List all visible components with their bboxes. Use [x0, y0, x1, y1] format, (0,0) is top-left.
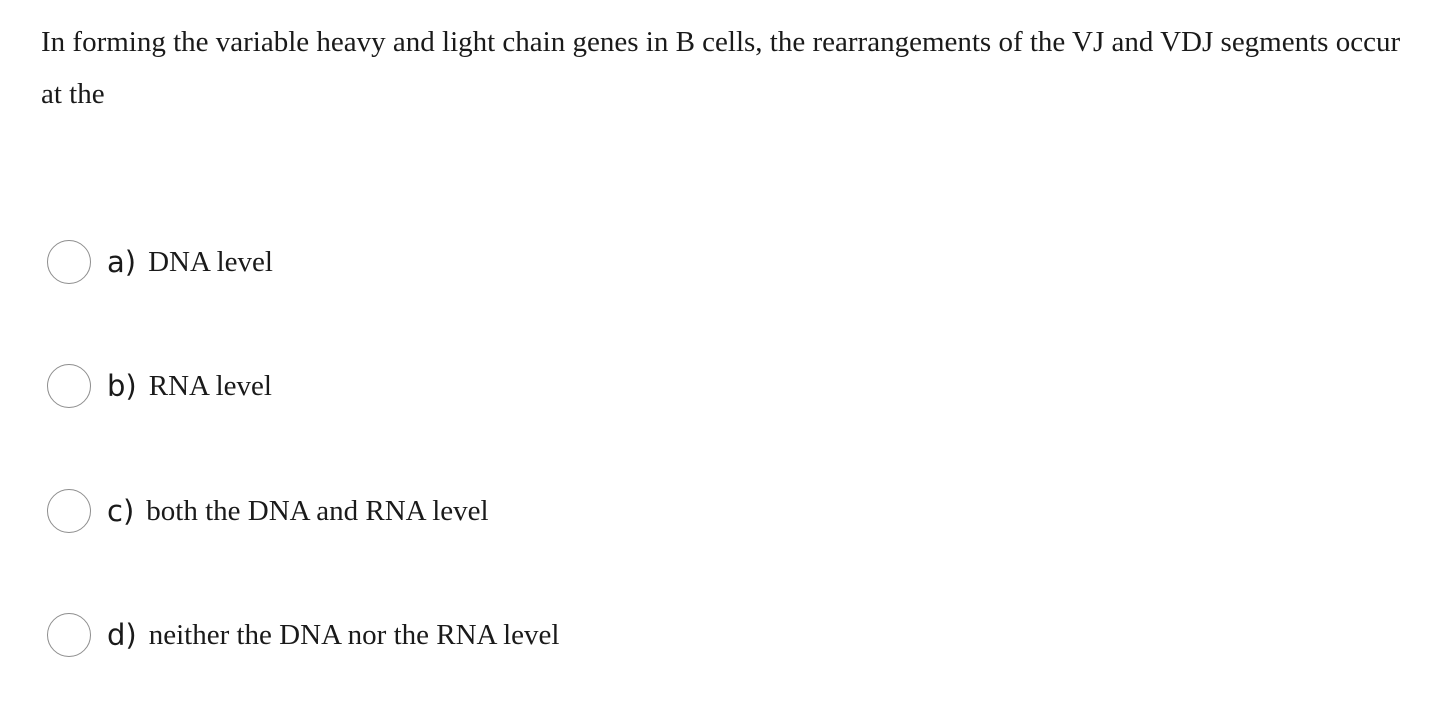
- option-b-label: RNA level: [148, 369, 272, 402]
- radio-button-b[interactable]: [47, 364, 91, 408]
- option-c-label: both the DNA and RNA level: [146, 494, 489, 527]
- option-a-label: DNA level: [148, 245, 273, 278]
- option-a-letter: a): [107, 245, 137, 279]
- radio-button-c[interactable]: [47, 489, 91, 533]
- radio-button-a[interactable]: [47, 240, 91, 284]
- option-a[interactable]: a) DNA level: [47, 238, 273, 286]
- option-d-letter: d): [107, 618, 137, 652]
- option-d[interactable]: d) neither the DNA nor the RNA level: [47, 611, 559, 659]
- radio-button-d[interactable]: [47, 613, 91, 657]
- option-b-letter: b): [107, 369, 137, 403]
- option-d-label: neither the DNA nor the RNA level: [148, 618, 560, 651]
- option-b[interactable]: b) RNA level: [47, 362, 272, 410]
- option-c[interactable]: c) both the DNA and RNA level: [47, 487, 489, 535]
- option-c-letter: c): [107, 494, 135, 528]
- question-text: In forming the variable heavy and light …: [41, 26, 1401, 110]
